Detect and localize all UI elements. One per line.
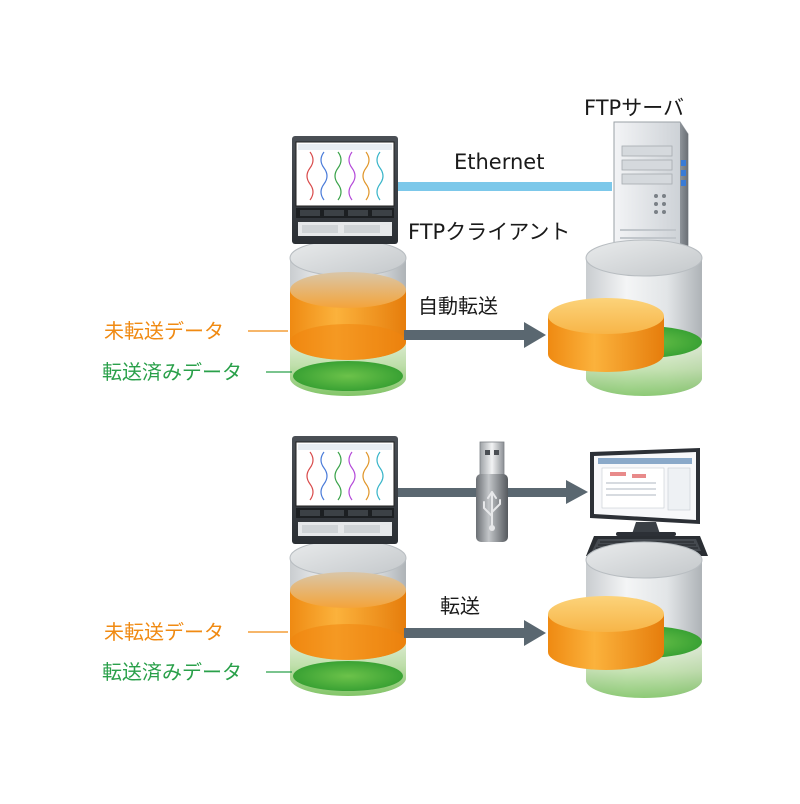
pc-monitor-icon [590, 448, 700, 536]
bottom-row [248, 435, 708, 699]
transferred-data-disk-2 [548, 596, 664, 670]
transferred-data-label-2: 転送済みデータ [102, 660, 242, 684]
usb-arrow-head [566, 480, 588, 504]
untransferred-data-label-2: 未転送データ [104, 620, 224, 644]
ethernet-label: Ethernet [454, 150, 545, 174]
usb-stick-icon [476, 441, 508, 542]
transfer-label: 転送 [440, 594, 480, 618]
untransferred-data-label: 未転送データ [104, 319, 224, 343]
auto-transfer-label: 自動転送 [418, 294, 498, 318]
transferred-data-layer-2 [293, 661, 403, 691]
ftp-server-icon [613, 121, 689, 261]
ethernet-cable [398, 182, 612, 191]
ftp-server-label: FTPサーバ [584, 96, 684, 120]
auto-transfer-arrow [404, 322, 546, 348]
manual-transfer-arrow [404, 620, 546, 646]
transferred-data-layer [293, 361, 403, 391]
transferred-data-disk [548, 298, 664, 372]
data-recorder-device-2 [291, 435, 399, 545]
transferred-data-label: 転送済みデータ [102, 360, 242, 384]
recorder-storage-cylinder-2 [289, 539, 407, 697]
ftp-client-label: FTPクライアント [408, 220, 571, 244]
recorder-storage-cylinder [289, 239, 407, 397]
top-row [248, 121, 703, 397]
data-recorder-device [291, 135, 399, 245]
